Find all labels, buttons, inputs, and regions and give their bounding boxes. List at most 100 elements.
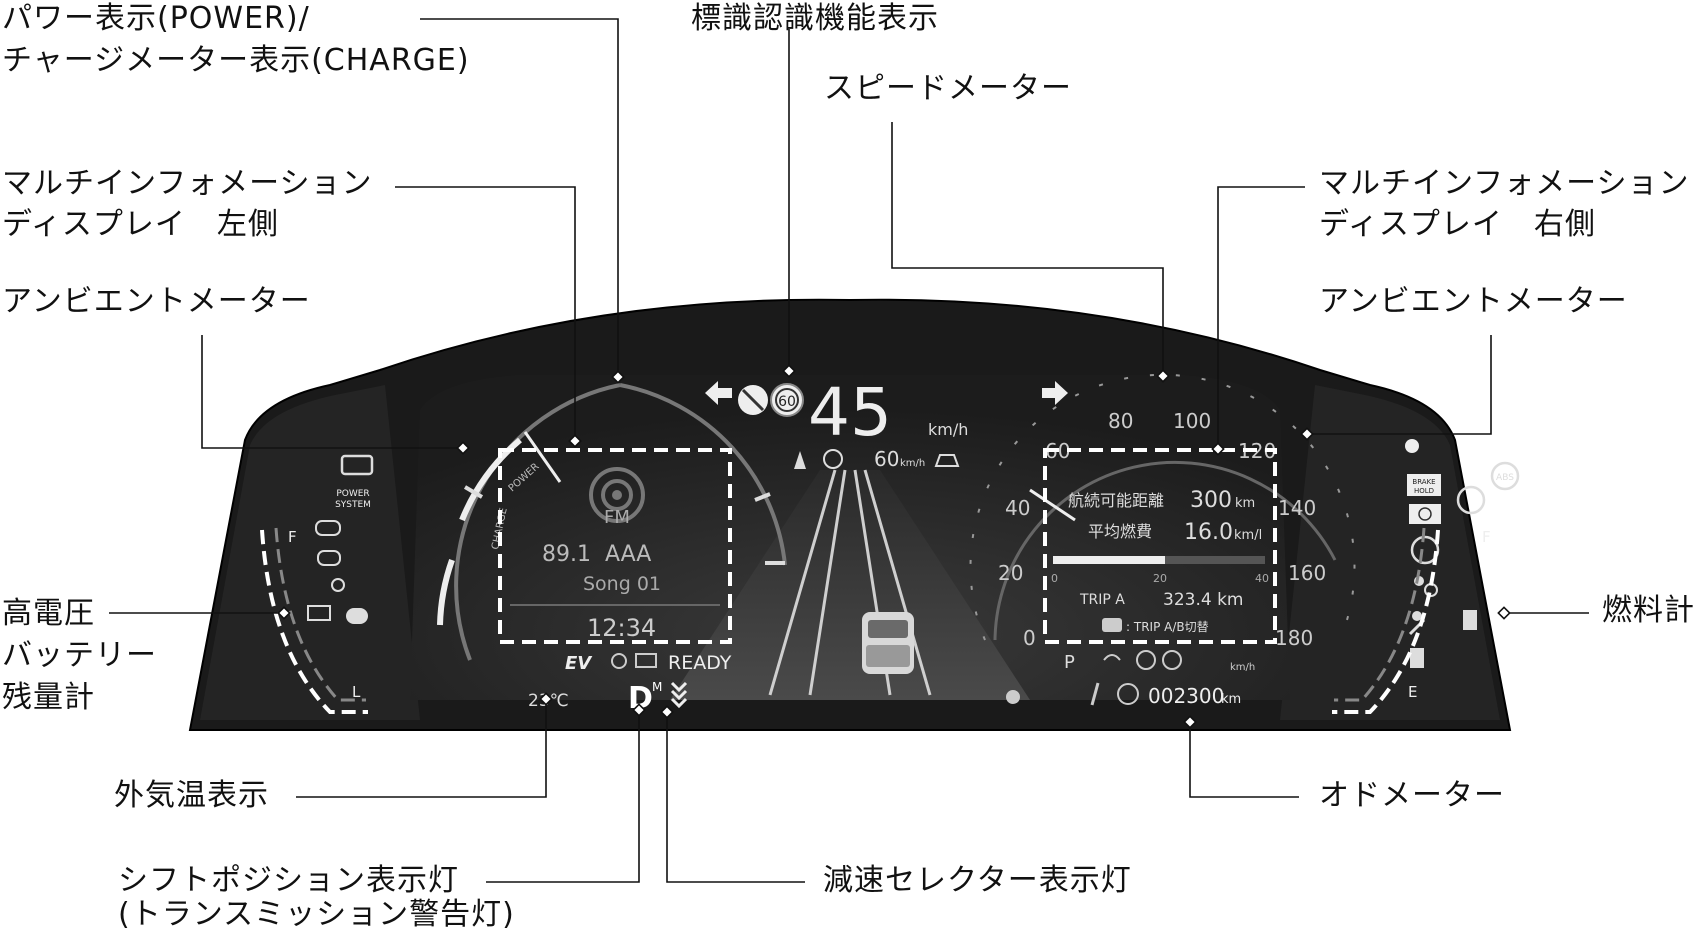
trip-switch-label: : TRIP A/B切替 xyxy=(1126,620,1209,634)
power-system-label-1: POWER xyxy=(336,489,369,499)
callout-mid-left-line1: マルチインフォメーション xyxy=(2,166,373,201)
lane-keep-icon xyxy=(823,449,843,469)
indicator-dot xyxy=(1405,439,1419,453)
odometer-unit: km xyxy=(1221,692,1241,707)
auto-high-beam-icon xyxy=(1103,654,1121,661)
abs-label: ABS xyxy=(1496,473,1514,483)
shift-mode: M xyxy=(652,680,662,694)
position-lamp-icon xyxy=(331,578,345,592)
bar-scale-20: 20 xyxy=(1153,572,1167,585)
speed-limit-sign-icon xyxy=(770,383,804,417)
callout-mid-left-line2: ディスプレイ 左側 xyxy=(2,207,279,242)
small-kmh-unit: km/h xyxy=(1230,662,1255,673)
speed-scale-140: 140 xyxy=(1278,496,1316,520)
left-arrow-icon xyxy=(705,381,732,405)
callout-ambient-left: アンビエントメーター xyxy=(2,284,311,319)
avg-fuel-value: 16.0 xyxy=(1184,520,1233,545)
callout-mid-right-line1: マルチインフォメーション xyxy=(1319,166,1690,201)
fuel-gauge-inner xyxy=(1334,527,1426,702)
callout-hv-battery-line1: 高電圧 xyxy=(2,596,95,631)
range-value: 300 xyxy=(1190,488,1232,513)
brake-hold-label-1: BRAKE xyxy=(1412,478,1435,486)
traffic-cone-icon xyxy=(794,451,806,469)
speed-scale-180: 180 xyxy=(1275,626,1313,650)
speed-unit: km/h xyxy=(928,420,968,439)
speed-scale-0: 0 xyxy=(1023,626,1036,650)
avg-fuel-unit: km/l xyxy=(1234,528,1262,543)
fuel-door-icon xyxy=(1463,610,1477,630)
trip-label: TRIP A xyxy=(1079,592,1125,608)
set-speed-unit: km/h xyxy=(900,458,925,469)
fuel-bar-fill xyxy=(1053,556,1165,564)
speed-scale-160: 160 xyxy=(1288,561,1326,585)
clock: 12:34 xyxy=(587,614,656,642)
song-title: Song 01 xyxy=(583,573,661,595)
speed-scale-100: 100 xyxy=(1173,409,1211,433)
set-speed: 60 xyxy=(874,447,899,471)
battery-charge-icon xyxy=(635,653,657,668)
road-surface xyxy=(670,470,1030,700)
odometer-icon xyxy=(1117,683,1139,705)
hv-battery-gauge-inner xyxy=(274,527,366,702)
speed-scale-80: 80 xyxy=(1108,409,1133,433)
callout-sign-recognition: 標識認識機能表示 xyxy=(691,1,939,36)
trip-value: 323.4 km xyxy=(1163,590,1243,610)
callout-shift-position-line2: (トランスミッション警告灯) xyxy=(118,897,515,932)
radio-antenna-icon xyxy=(589,467,645,523)
brake-hold-icon xyxy=(1407,474,1441,496)
brake-hold-label-2: HOLD xyxy=(1414,487,1434,495)
mid-right-frame xyxy=(1043,448,1277,644)
ev-label: EV xyxy=(565,653,593,674)
bar-scale-40: 40 xyxy=(1255,572,1269,585)
acc-car-icon xyxy=(934,454,960,467)
auto-hold-icon xyxy=(1409,504,1441,524)
fuel-gauge-e: E xyxy=(1408,683,1417,701)
power-charge-dial xyxy=(437,383,787,661)
range-unit: km xyxy=(1235,496,1255,511)
avg-fuel-label: 平均燃費 xyxy=(1088,522,1152,541)
callout-ambient-right: アンビエントメーター xyxy=(1319,284,1628,319)
speedometer-dial xyxy=(969,373,1356,641)
abs-icon xyxy=(1490,461,1520,491)
fuel-gauge-f: F xyxy=(1482,528,1491,546)
callout-shift-position-line1: シフトポジション表示灯 xyxy=(118,863,459,898)
check-engine-icon xyxy=(340,454,374,476)
callout-hv-battery-line3: 残量計 xyxy=(2,680,95,715)
bar-scale-0: 0 xyxy=(1051,572,1058,585)
fuel-gauge xyxy=(1332,529,1440,714)
callout-mid-right-line2: ディスプレイ 右側 xyxy=(1319,207,1596,242)
callout-power-charge-line2: チャージメーター表示(CHARGE) xyxy=(2,43,470,78)
headlight-icon xyxy=(346,608,368,624)
trip-switch-icon xyxy=(1102,618,1122,632)
brake-warning-icon xyxy=(1456,485,1486,515)
right-arrow-icon xyxy=(1042,381,1068,405)
ready-label: READY xyxy=(668,652,732,674)
callout-hv-battery-line2: バッテリー xyxy=(2,638,157,673)
door-open-icon xyxy=(1090,682,1100,706)
right-side-panel xyxy=(1280,385,1500,720)
callout-outside-temp: 外気温表示 xyxy=(114,778,269,813)
power-system-label-2: SYSTEM xyxy=(335,500,371,510)
info-icon xyxy=(1136,650,1156,670)
own-car-icon xyxy=(862,612,914,674)
battery-gauge-f: F xyxy=(288,528,297,546)
odometer-value: 002300 xyxy=(1148,684,1224,708)
speed-scale-20: 20 xyxy=(998,561,1023,585)
battery-warning-icon xyxy=(307,605,331,621)
lane-line-left-inner xyxy=(808,469,847,696)
battery-gauge-l: L xyxy=(352,683,361,701)
leader-endpoints xyxy=(277,364,1511,729)
left-side-panel xyxy=(200,385,420,720)
mid-left-frame xyxy=(498,448,732,644)
eco-leaf-icon xyxy=(1006,690,1020,704)
brake-system-icon xyxy=(1410,535,1440,565)
radio-station: 89.1 AAA xyxy=(542,542,651,567)
front-fog-icon xyxy=(315,520,341,536)
callout-fuel-gauge: 燃料計 xyxy=(1602,593,1695,628)
speed-scale-40: 40 xyxy=(1005,496,1030,520)
radio-band: FM xyxy=(604,507,630,528)
ev-system-icon xyxy=(611,653,627,669)
callout-power-charge-line1: パワー表示(POWER)/ xyxy=(2,1,310,36)
